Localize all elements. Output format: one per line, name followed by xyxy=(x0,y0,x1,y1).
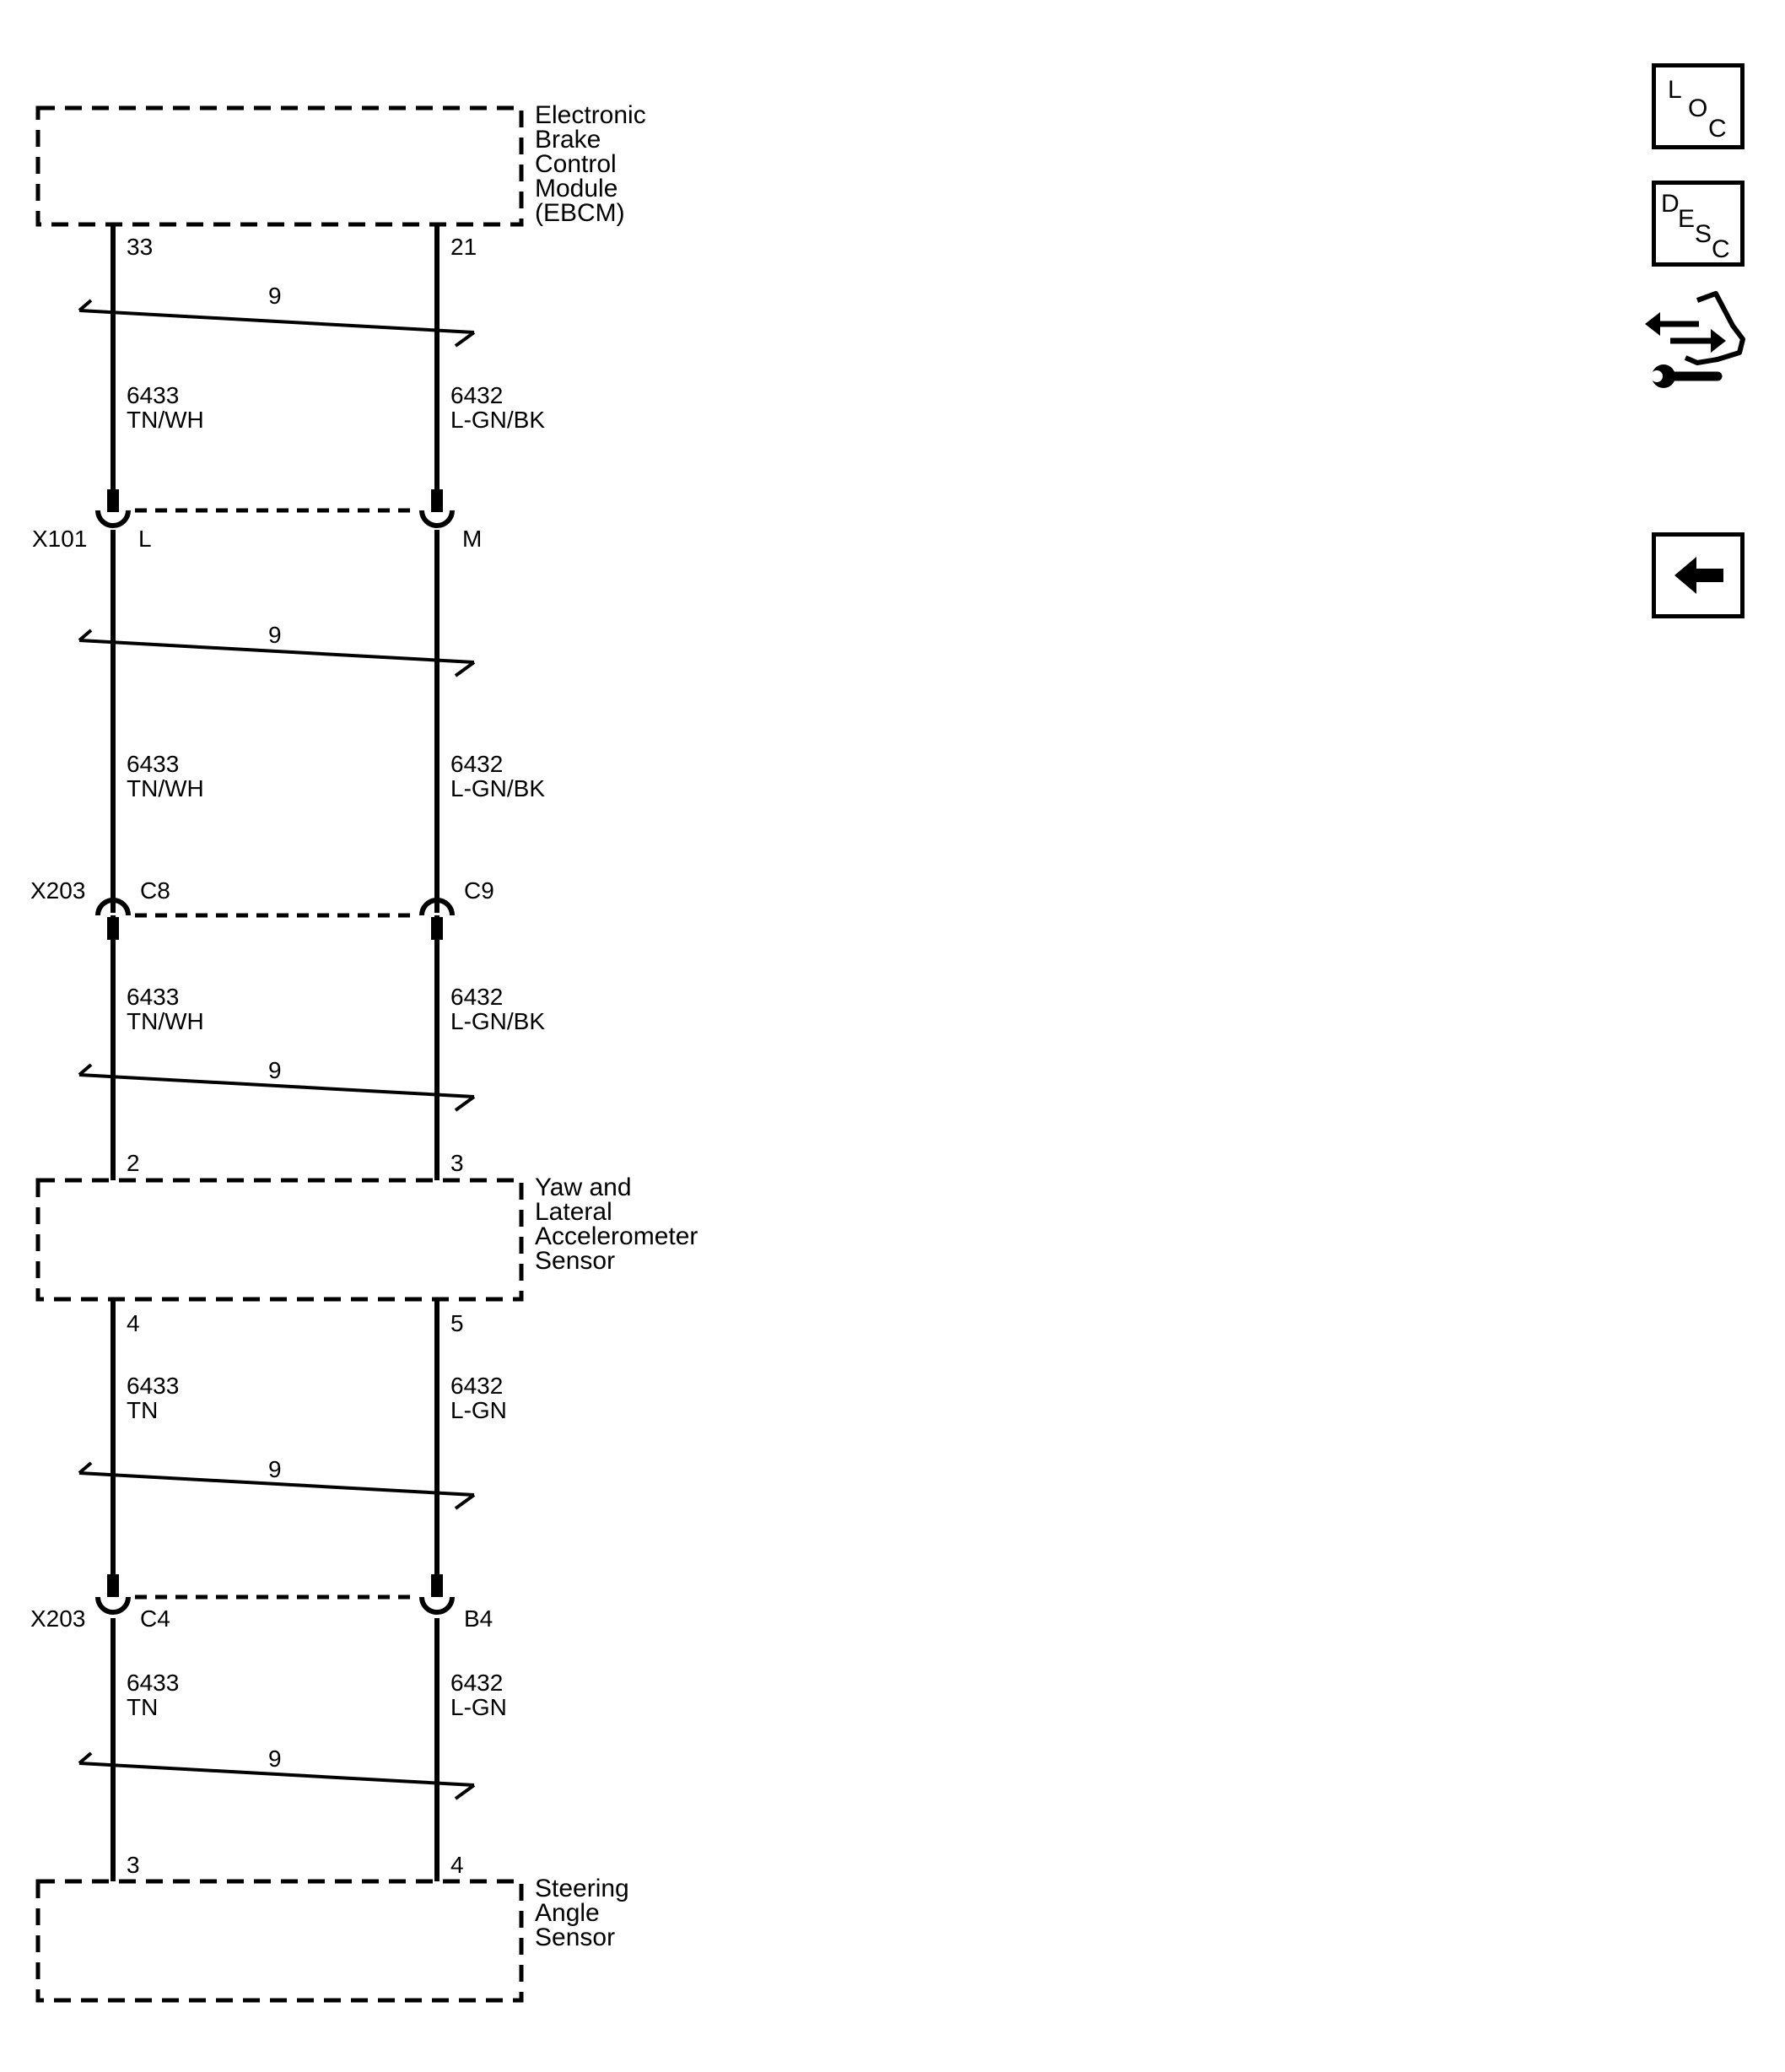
circuit-number: 6433 xyxy=(127,382,179,408)
twisted-pair-marker xyxy=(78,299,476,348)
yaw-sensor-label-line: Lateral xyxy=(535,1198,612,1226)
wire-color: L-GN xyxy=(450,1694,507,1720)
twisted-pair-marker xyxy=(78,1063,476,1112)
connector-pin: M xyxy=(462,526,482,552)
connector-pin: L xyxy=(138,526,152,552)
connector-pin: C8 xyxy=(140,877,170,904)
connector-name: X203 xyxy=(30,1605,85,1632)
steering-sensor-label-line: Sensor xyxy=(535,1924,615,1951)
location-icon-letter: O xyxy=(1688,94,1708,122)
ebcm-label-line: Module xyxy=(535,175,617,202)
connector-name: X101 xyxy=(32,526,87,552)
circuit-number: 6433 xyxy=(127,1670,179,1696)
connector-pin: C9 xyxy=(464,877,494,904)
twisted-pair-label: 9 xyxy=(268,622,282,648)
location-button[interactable]: L O C xyxy=(1652,63,1745,149)
wire-color: L-GN/BK xyxy=(450,775,545,801)
yaw-sensor-label-line: Sensor xyxy=(535,1247,615,1275)
twisted-pair-marker xyxy=(78,1751,476,1800)
wire-color: TN/WH xyxy=(127,407,204,433)
pin-label: 2 xyxy=(127,1150,140,1176)
location-icon-letter: L xyxy=(1668,76,1682,104)
ebcm-label-line: (EBCM) xyxy=(535,199,625,227)
twisted-pair-marker xyxy=(78,1461,476,1510)
circuit-number: 6432 xyxy=(450,751,503,777)
circuit-number: 6432 xyxy=(450,382,503,408)
back-button[interactable] xyxy=(1652,532,1745,618)
steering-sensor-label-line: Steering xyxy=(535,1875,629,1902)
pin-label: 3 xyxy=(127,1852,140,1878)
wire-color: TN xyxy=(127,1397,158,1423)
yaw-sensor-box xyxy=(35,1178,524,1302)
circuit-number: 6433 xyxy=(127,1373,179,1399)
circuit-number: 6432 xyxy=(450,1670,503,1696)
pin-label: 21 xyxy=(450,234,477,260)
pin-label: 5 xyxy=(450,1310,464,1336)
wire-color: TN/WH xyxy=(127,775,204,801)
description-icon-letter: S xyxy=(1695,220,1712,248)
circuit-number: 6432 xyxy=(450,1373,503,1399)
wire-color: TN xyxy=(127,1694,158,1720)
pin-label: 4 xyxy=(450,1852,464,1878)
twisted-pair-marker xyxy=(78,629,476,677)
twisted-pair-label: 9 xyxy=(268,283,282,309)
connector-x203-c4-b4 xyxy=(95,1574,455,1615)
connector-x101 xyxy=(95,489,455,528)
connector-tool-button[interactable] xyxy=(1645,289,1750,394)
wire-color: L-GN/BK xyxy=(450,1008,545,1034)
description-icon-letter: E xyxy=(1678,205,1696,233)
connector-wrench-icon xyxy=(1645,291,1745,388)
description-icon-letter: C xyxy=(1712,235,1730,263)
back-arrow-icon xyxy=(1674,557,1723,594)
connector-x203-c8-c9 xyxy=(95,898,455,940)
circuit-number: 6432 xyxy=(450,984,503,1010)
connector-name: X203 xyxy=(30,877,85,904)
wire-color: L-GN xyxy=(450,1397,507,1423)
circuit-number: 6433 xyxy=(127,751,179,777)
ebcm-label-line: Electronic xyxy=(535,101,646,129)
yaw-sensor-label-line: Yaw and xyxy=(535,1174,632,1201)
description-icon-letter: D xyxy=(1661,190,1680,218)
yaw-sensor-label-line: Accelerometer xyxy=(535,1222,698,1250)
circuit-number: 6433 xyxy=(127,984,179,1010)
twisted-pair-label: 9 xyxy=(268,1456,282,1482)
twisted-pair-label: 9 xyxy=(268,1057,282,1083)
pin-label: 3 xyxy=(450,1150,464,1176)
pin-label: 4 xyxy=(127,1310,140,1336)
pin-label: 33 xyxy=(127,234,153,260)
steering-sensor-box xyxy=(35,1879,524,2003)
wire-color: TN/WH xyxy=(127,1008,204,1034)
wire-color: L-GN/BK xyxy=(450,407,545,433)
connector-pin: B4 xyxy=(464,1605,493,1632)
connector-pin: C4 xyxy=(140,1605,170,1632)
ebcm-module-box xyxy=(35,105,524,227)
ebcm-label-line: Control xyxy=(535,150,617,178)
ebcm-label-line: Brake xyxy=(535,126,601,154)
description-button[interactable]: D E S C xyxy=(1652,181,1745,267)
location-icon-letter: C xyxy=(1708,115,1727,143)
twisted-pair-label: 9 xyxy=(268,1746,282,1772)
steering-sensor-label-line: Angle xyxy=(535,1899,600,1927)
